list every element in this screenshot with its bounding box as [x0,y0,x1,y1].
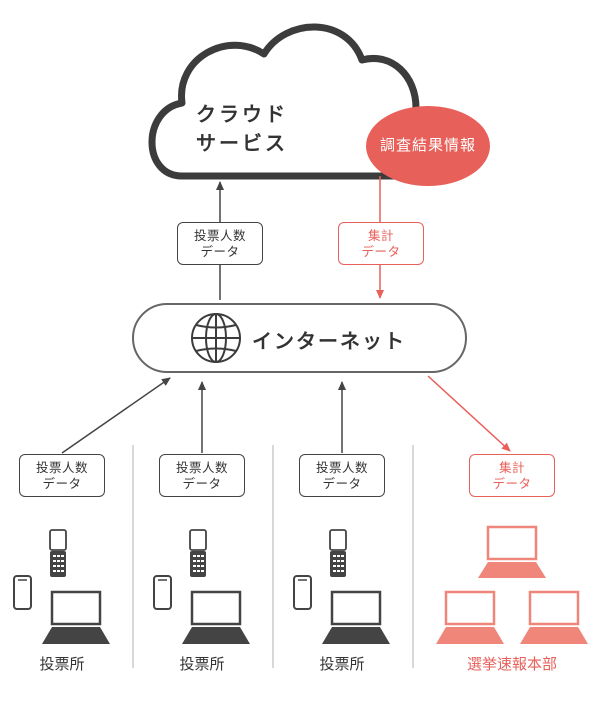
station-2-devices [153,529,250,644]
cloud-label-line1: クラウド [196,102,288,126]
cloud-label-line2: サービス [196,131,288,155]
upload-data-label: 投票人数 データ [177,222,263,265]
station-1-name: 投票所 [39,655,85,673]
label-line2: データ [361,244,401,259]
label-line1: 集計 [367,228,394,243]
hq-laptops [436,525,588,644]
label-line2: データ [322,476,362,491]
smartphone-icon [153,575,172,610]
label-line1: 投票人数 [35,460,88,475]
laptop-icon [478,525,546,578]
laptop-icon [436,590,504,644]
flip-phone-icon [189,529,207,577]
station-2-data-label: 投票人数 データ [159,454,245,497]
results-bubble-label: 調査結果情報 [379,136,476,154]
label-line1: 投票人数 [193,228,246,243]
label-line1: 投票人数 [175,460,228,475]
cloud-label: クラウド サービス [196,100,288,158]
label-line1: 集計 [498,460,525,475]
laptop-icon [322,590,390,644]
globe-icon [191,313,241,363]
label-line2: データ [200,244,240,259]
arrow-to-hq [427,375,511,452]
hq-data-label: 集計 データ [469,454,555,497]
cloud-shape [148,23,420,180]
laptop-icon [182,590,250,644]
smartphone-icon [293,575,312,610]
station-3-name: 投票所 [319,655,365,673]
station-1-data-label: 投票人数 データ [19,454,105,497]
station-3-devices [293,529,390,644]
flip-phone-icon [329,529,347,577]
label-line2: データ [182,476,222,491]
hq-name: 選挙速報本部 [466,655,557,673]
flip-phone-icon [49,529,67,577]
station-2-name: 投票所 [179,655,225,673]
station-3-data-label: 投票人数 データ [299,454,385,497]
station-1-devices [13,529,110,644]
internet-label: インターネット [252,329,406,353]
laptop-icon [520,590,588,644]
results-bubble [366,106,490,186]
laptop-icon [42,590,110,644]
smartphone-icon [13,575,32,610]
label-line2: データ [492,476,532,491]
arrow-station1 [61,377,171,454]
aggregate-data-label: 集計 データ [338,222,424,265]
label-line2: データ [42,476,82,491]
label-line1: 投票人数 [315,460,368,475]
